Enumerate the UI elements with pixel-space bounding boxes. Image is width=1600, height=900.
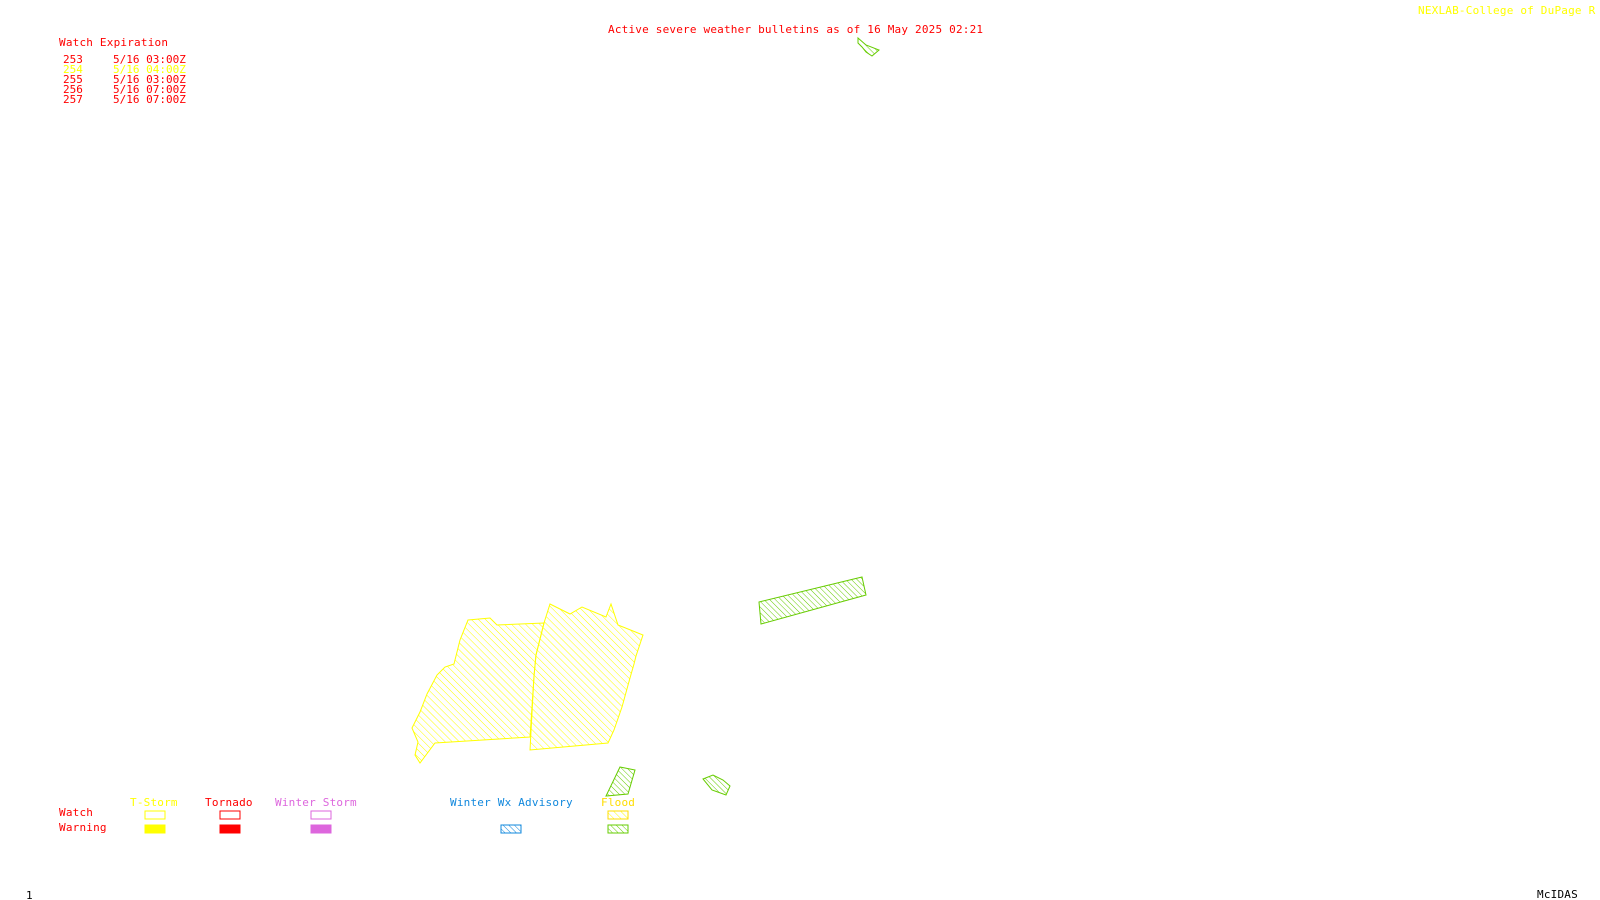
watch-expiration-time: 5/16 03:00Z xyxy=(113,73,186,86)
watch-row: 256 5/16 07:00Z xyxy=(63,83,186,96)
watch-row: 253 5/16 03:00Z xyxy=(63,53,186,66)
legend-tstorm-watch-box xyxy=(144,810,166,820)
tstorm-watch-area-west xyxy=(411,617,545,764)
legend-flood-label: Flood xyxy=(601,796,636,809)
watch-row: 257 5/16 07:00Z xyxy=(63,93,186,106)
legend-winter-storm-watch-box xyxy=(310,810,332,820)
tstorm-watch-area-east xyxy=(529,602,644,751)
flood-warning-area-south-2 xyxy=(702,774,731,796)
page-title: Active severe weather bulletins as of 16… xyxy=(608,23,984,36)
flood-warning-area-south-1 xyxy=(605,766,636,797)
watch-row: 254 5/16 04:00Z xyxy=(63,63,186,76)
watch-expiration-time: 5/16 07:00Z xyxy=(113,93,186,106)
watch-number: 257 xyxy=(63,93,83,106)
legend-tstorm-label: T-Storm xyxy=(130,796,178,809)
legend-winter-advisory-label: Winter Wx Advisory xyxy=(450,796,573,809)
watch-expiration-heading: Watch Expiration xyxy=(59,36,169,49)
legend-tornado-warning-box xyxy=(219,824,241,834)
watch-number: 255 xyxy=(63,73,83,86)
legend-flood-warning-box xyxy=(607,824,629,834)
legend-warning-row-label: Warning xyxy=(59,821,107,834)
frame-number: 1 xyxy=(26,889,33,900)
watch-expiration-time: 5/16 04:00Z xyxy=(113,63,186,76)
legend-watch-row-label: Watch xyxy=(59,806,94,819)
watch-row: 255 5/16 03:00Z xyxy=(63,73,186,86)
watch-number: 256 xyxy=(63,83,83,96)
credit-label: NEXLAB-College of DuPage R xyxy=(1418,4,1596,17)
flood-warning-area-east xyxy=(758,576,867,625)
watch-number: 254 xyxy=(63,63,83,76)
watch-number: 253 xyxy=(63,53,83,66)
legend-flood-watch-box xyxy=(607,810,629,820)
watch-expiration-time: 5/16 07:00Z xyxy=(113,83,186,96)
watch-expiration-time: 5/16 03:00Z xyxy=(113,53,186,66)
legend-winter-storm-label: Winter Storm xyxy=(275,796,357,809)
legend-winter-advisory-box xyxy=(500,824,522,834)
software-label: McIDAS xyxy=(1537,888,1578,900)
legend-tornado-watch-box xyxy=(219,810,241,820)
legend-tstorm-warning-box xyxy=(144,824,166,834)
legend-tornado-label: Tornado xyxy=(205,796,253,809)
legend-winter-storm-warning-box xyxy=(310,824,332,834)
flood-warning-area-north xyxy=(857,36,880,57)
